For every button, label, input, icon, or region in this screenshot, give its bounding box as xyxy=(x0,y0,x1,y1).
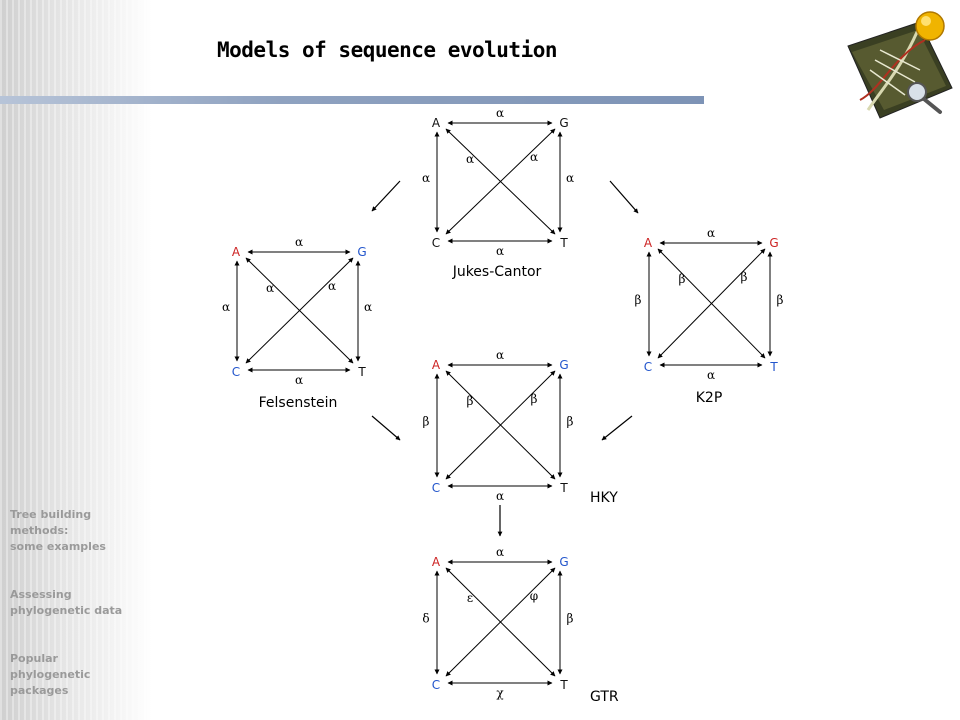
sidebar-item-tree-building[interactable]: Tree building methods: some examples xyxy=(10,508,106,553)
edge-G-C xyxy=(657,248,766,359)
node-G: G xyxy=(559,358,568,372)
node-A: A xyxy=(644,236,653,250)
rate-top: α xyxy=(707,226,715,240)
rate-top: α xyxy=(496,106,504,120)
rate-right: α xyxy=(566,171,574,185)
rate-bottom: α xyxy=(496,489,504,503)
rate-right: β xyxy=(567,415,574,429)
rate-bottom: χ xyxy=(496,686,504,700)
rate-diag-a: α xyxy=(266,281,274,295)
rate-diag-a: β xyxy=(467,394,474,408)
rate-diag-b: φ xyxy=(530,589,538,603)
edge-G-C xyxy=(245,257,354,364)
dna-magnifier-icon xyxy=(847,11,953,119)
rate-bottom: α xyxy=(496,244,504,258)
node-C: C xyxy=(232,365,240,379)
edge-G-C xyxy=(445,370,556,480)
edge-G-C xyxy=(445,567,556,677)
node-T: T xyxy=(559,481,568,495)
arrow-jc-to-k2p xyxy=(609,180,639,214)
node-A: A xyxy=(432,358,441,372)
rate-right: β xyxy=(777,293,784,307)
rate-diag-b: β xyxy=(531,392,538,406)
sidebar-item-assessing[interactable]: Assessing phylogenetic data xyxy=(10,588,123,617)
rate-top: α xyxy=(295,235,303,249)
rate-right: α xyxy=(364,300,372,314)
model-name-k2p: K2P xyxy=(696,390,723,406)
rate-top: α xyxy=(496,348,504,362)
rate-left: β xyxy=(635,293,642,307)
model-name-hky: HKY xyxy=(590,490,618,506)
rate-left: β xyxy=(423,415,430,429)
node-G: G xyxy=(357,245,366,259)
rate-diag-a: α xyxy=(466,152,474,166)
node-T: T xyxy=(559,236,568,250)
arrow-jc-to-felsenstein xyxy=(371,180,401,212)
rate-left: α xyxy=(422,171,430,185)
rate-diag-b: α xyxy=(530,150,538,164)
sidebar-item-packages[interactable]: Popular phylogenetic packages xyxy=(10,652,91,697)
node-A: A xyxy=(432,116,441,130)
node-T: T xyxy=(769,360,778,374)
node-A: A xyxy=(432,555,441,569)
node-G: G xyxy=(769,236,778,250)
node-G: G xyxy=(559,116,568,130)
model-name-gtr: GTR xyxy=(590,689,619,705)
model-name-jc: Jukes-Cantor xyxy=(452,264,542,280)
node-T: T xyxy=(357,365,366,379)
model-name-fel: Felsenstein xyxy=(259,395,338,411)
rate-diag-b: α xyxy=(328,279,336,293)
sidebar-stripes xyxy=(0,0,152,720)
node-C: C xyxy=(432,678,440,692)
sidebar: Tree building methods: some examples Ass… xyxy=(0,0,152,720)
arrow-k2p-to-hky xyxy=(601,415,633,441)
node-T: T xyxy=(559,678,568,692)
flow-arrows xyxy=(371,180,639,537)
rate-diag-b: β xyxy=(741,270,748,284)
rate-left: δ xyxy=(422,612,429,626)
node-C: C xyxy=(644,360,652,374)
rate-bottom: α xyxy=(295,373,303,387)
node-C: C xyxy=(432,481,440,495)
rate-diag-a: β xyxy=(679,272,686,286)
node-A: A xyxy=(232,245,241,259)
title-underline-bar xyxy=(0,96,704,104)
rate-right: β xyxy=(567,612,574,626)
arrow-felsenstein-to-hky xyxy=(371,415,401,441)
node-G: G xyxy=(559,555,568,569)
page-title: Models of sequence evolution xyxy=(217,38,558,62)
node-C: C xyxy=(432,236,440,250)
rate-left: α xyxy=(222,300,230,314)
rate-top: α xyxy=(496,545,504,559)
rate-bottom: α xyxy=(707,368,715,382)
rate-diag-a: ε xyxy=(467,591,473,605)
edge-G-C xyxy=(445,128,556,235)
